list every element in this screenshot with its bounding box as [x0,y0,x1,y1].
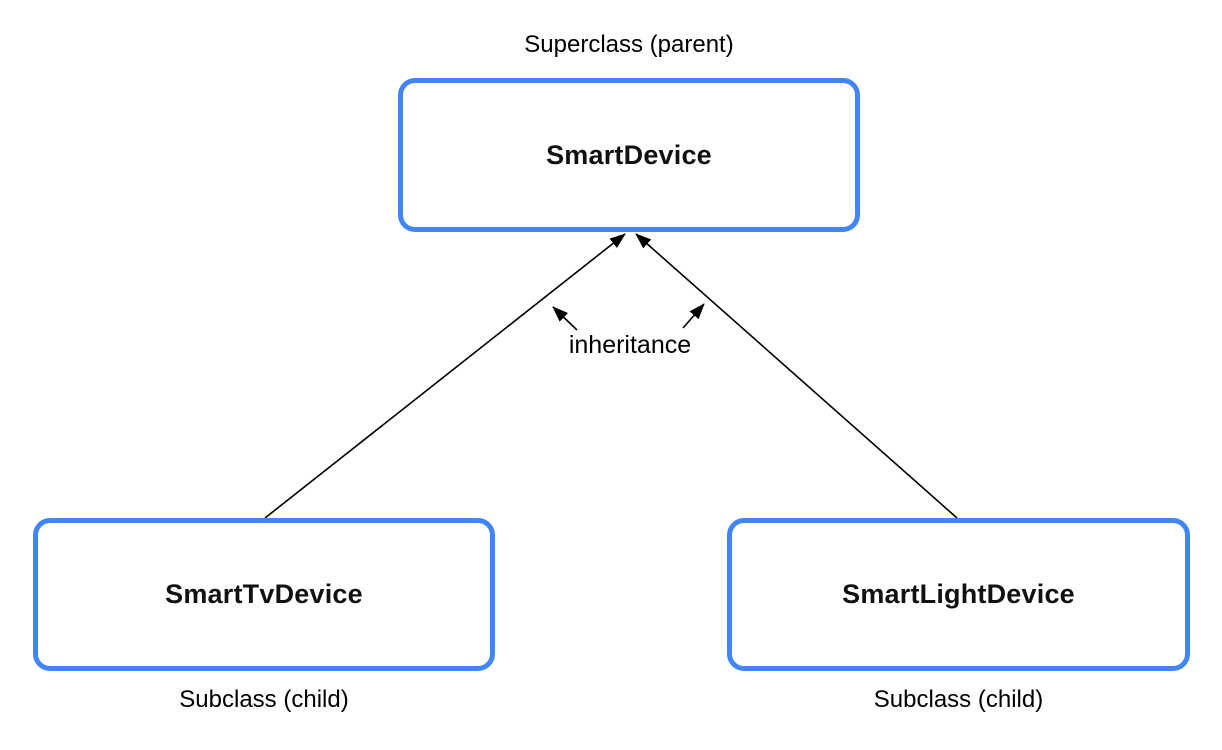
subclass-role-label-left: Subclass (child) [179,686,349,713]
inheritance-arrow-smarttvdevice-to-smartdevice [264,233,626,519]
subclass-box-smarttvdevice: SmartTvDevice [33,518,495,671]
superclass-name: SmartDevice [546,139,712,170]
inheritance-label-pointer-left-icon [552,306,578,331]
inheritance-label-pointer-right-icon [682,303,705,329]
subclass-role-label-right: Subclass (child) [873,686,1044,713]
subclass-box-smartlightdevice: SmartLightDevice [727,518,1190,671]
subclass-right-name: SmartLightDevice [842,579,1075,609]
inheritance-arrow-smartlightdevice-to-smartdevice [635,233,958,519]
superclass-box-smartdevice: SmartDevice [398,78,860,232]
subclass-left-name: SmartTvDevice [165,579,363,609]
superclass-role-label: Superclass (parent) [524,31,734,58]
inheritance-label: inheritance [568,331,692,359]
